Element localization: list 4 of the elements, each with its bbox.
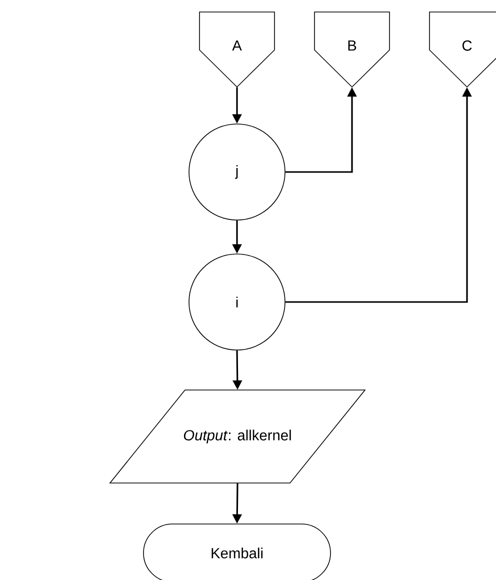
offpage-connector: C — [429, 12, 496, 88]
terminator-box: Kembali — [143, 524, 331, 580]
offpage-connector: A — [199, 12, 275, 88]
offpage-connector: B — [314, 12, 390, 88]
